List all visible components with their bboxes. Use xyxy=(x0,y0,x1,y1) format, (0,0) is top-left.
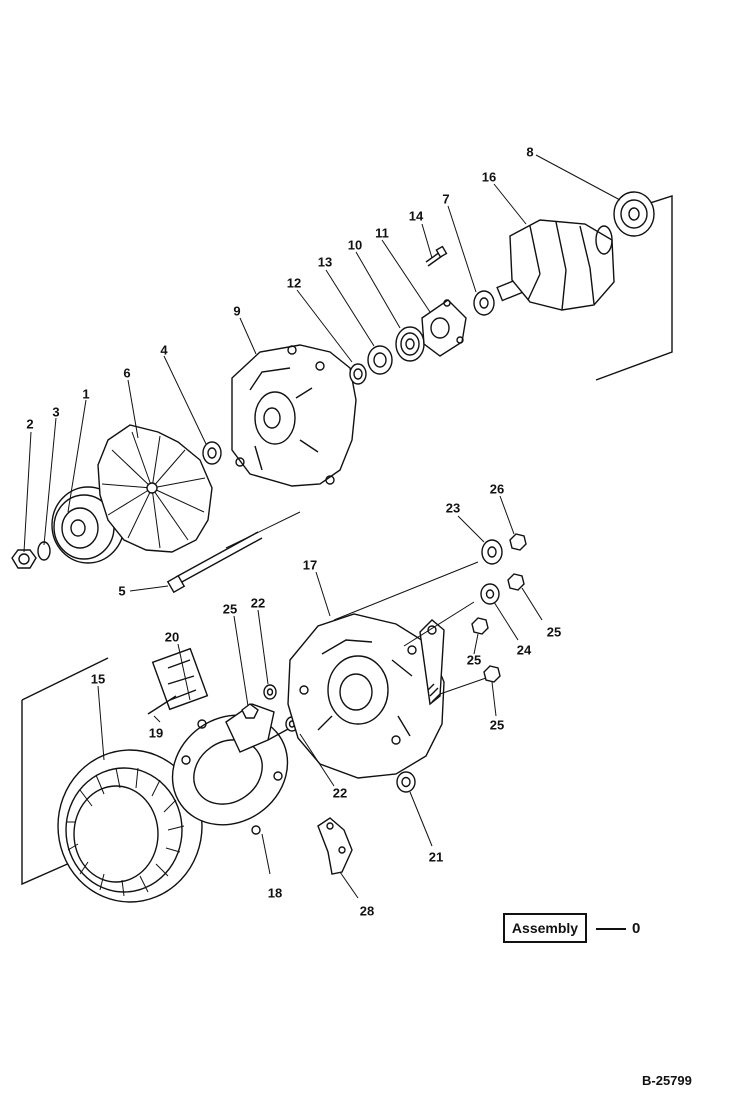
callout-17: 17 xyxy=(302,557,318,573)
callout-8: 8 xyxy=(526,144,534,160)
assembly-code: 0 xyxy=(632,920,641,937)
callout-10: 10 xyxy=(347,237,363,253)
callout-28: 28 xyxy=(359,903,375,919)
terminal-plate-part-28 xyxy=(317,817,353,875)
callout-2: 2 xyxy=(26,416,34,432)
nut-part-27 xyxy=(241,703,259,719)
callout-24: 24 xyxy=(516,642,532,658)
nut-part-26 xyxy=(509,533,527,551)
washer-part-22-upper xyxy=(263,684,277,700)
nut-part-25-c xyxy=(483,665,501,683)
stator-bracket-side xyxy=(21,700,73,886)
nut-part-25-b xyxy=(471,617,489,635)
bearing-part-8 xyxy=(613,191,655,237)
bearing-part-10 xyxy=(395,326,425,362)
callout-20: 20 xyxy=(164,629,180,645)
callout-12: 12 xyxy=(286,275,302,291)
nut-part-2 xyxy=(11,549,37,569)
stator-bracket-top xyxy=(21,657,109,701)
nut-part-25-a xyxy=(507,573,525,591)
fan-part-6 xyxy=(97,424,213,553)
rotor-part-16 xyxy=(496,219,615,311)
callout-25-b: 25 xyxy=(466,652,482,668)
callout-18: 18 xyxy=(267,885,283,901)
drawing-number: B-25799 xyxy=(642,1073,692,1088)
callout-15: 15 xyxy=(90,671,106,687)
callout-6: 6 xyxy=(123,365,131,381)
retainer-plate-part-11 xyxy=(421,299,467,357)
collar-part-7 xyxy=(473,290,495,316)
callout-7: 7 xyxy=(442,191,450,207)
callout-22-lower: 22 xyxy=(332,785,348,801)
screw-part-14 xyxy=(425,245,448,267)
callout-21: 21 xyxy=(428,849,444,865)
callout-11: 11 xyxy=(375,225,389,241)
assembly-label: Assembly xyxy=(511,920,579,936)
callout-22-upper: 22 xyxy=(250,595,266,611)
callout-9: 9 xyxy=(233,303,241,319)
rear-bracket-part-17 xyxy=(287,613,445,779)
callout-16: 16 xyxy=(481,169,497,185)
spacer-part-21 xyxy=(396,771,416,793)
brush-holder-part-20 xyxy=(151,647,209,711)
callout-14: 14 xyxy=(408,208,424,224)
insulator-part-23 xyxy=(481,539,503,565)
callout-4: 4 xyxy=(160,342,168,358)
stator-part-15 xyxy=(57,749,203,903)
callout-5: 5 xyxy=(118,583,126,599)
callout-25-c: 25 xyxy=(489,717,505,733)
washer-part-12 xyxy=(349,363,367,385)
callout-27: 25 xyxy=(222,601,238,617)
assembly-label-box: Assembly xyxy=(503,913,587,943)
leader-lines xyxy=(23,154,626,930)
callout-1: 1 xyxy=(82,386,90,402)
callout-26: 26 xyxy=(489,481,505,497)
callout-13: 13 xyxy=(317,254,333,270)
callout-23: 23 xyxy=(445,500,461,516)
spacer-part-4 xyxy=(202,441,222,465)
callout-19: 19 xyxy=(148,725,164,741)
washer-part-13 xyxy=(367,345,393,375)
screw-part-19 xyxy=(147,695,177,715)
insulator-part-24 xyxy=(480,583,500,605)
through-bolt-part-5 xyxy=(166,531,263,594)
callout-3: 3 xyxy=(52,404,60,420)
front-bracket-part-9 xyxy=(231,344,357,487)
callout-25-a: 25 xyxy=(546,624,562,640)
